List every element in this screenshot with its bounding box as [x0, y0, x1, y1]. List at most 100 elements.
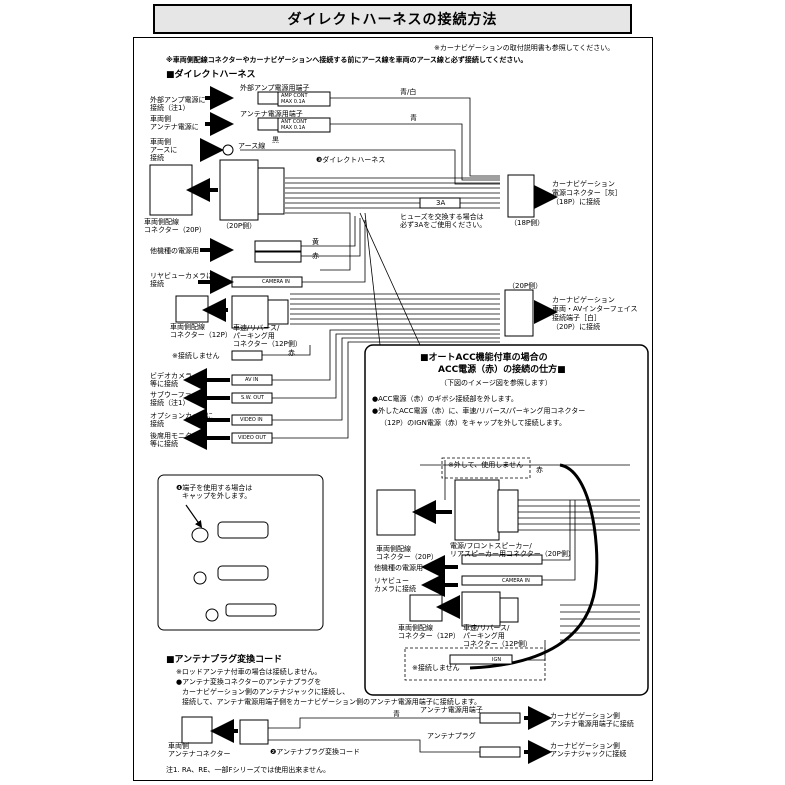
harness-label: ❸ダイレクトハーネス — [316, 156, 386, 164]
side20p-label: （20P側） — [222, 222, 257, 230]
acc-heading-2: ACC電源（赤）の接続の仕方■ — [438, 365, 566, 375]
subwoofer-2: 接続（注1） — [150, 399, 190, 407]
other-wire-red: 赤 — [312, 252, 319, 260]
option-camera-1: オプションカメラに — [150, 412, 213, 420]
not-connected-label: ※接続しません — [172, 352, 220, 360]
ground-connect-3: 接続 — [150, 154, 164, 162]
rear-monitor-1: 後席用モニター — [150, 432, 199, 440]
vehicle-ant-1: 車両側 — [168, 742, 189, 750]
acc-reverse12p-2: パーキング用 — [463, 632, 505, 640]
not-connected-red: 赤 — [288, 349, 295, 357]
amp-terminal-label: 外部アンプ電源用端子 — [240, 84, 310, 92]
direct-heading: ■ダイレクトハーネス — [166, 70, 256, 80]
video-out-tag: VIDEO OUT — [238, 435, 267, 441]
acc-speaker20p-2: リアスピーカー用コネクター（20P側） — [450, 550, 575, 558]
footnote: 注1. RA、RE、一部Fシリーズでは使用出来ません。 — [166, 766, 331, 774]
sw-out-tag: S.W. OUT — [241, 395, 264, 401]
acc-bullet-2b: （12P）のIGN電源（赤）をキャップを外して接続します。 — [380, 419, 566, 427]
acc-bullet-2a: ●外したACC電源（赤）に、車速/リバース/パーキング用コネクター — [372, 407, 586, 415]
ground-connect-1: 車両側 — [150, 138, 171, 146]
antenna-connect-2: アンテナ電源に — [150, 123, 199, 131]
video-camera-1: ビデオカメラ — [150, 372, 192, 380]
navi-power-2: 電源コネクター［灰］ — [552, 189, 622, 197]
acc-reverse12p-3: コネクター（12P側） — [463, 640, 532, 648]
acc-vehicle20p-1: 車両側配線 — [376, 545, 411, 553]
navi-ant-power-1: カーナビゲーション側 — [550, 712, 620, 720]
ground-note: ※車両側配線コネクターやカーナビゲーションへ接続する前にアース線を車両のアース線… — [166, 56, 528, 64]
vehicle12p-1: 車両側配線 — [170, 323, 205, 331]
acc-other-power: 他機種の電源用 — [374, 564, 423, 572]
acc-rear-camera-1: リヤビュー — [374, 577, 409, 585]
acc-camera-tag: CAMERA IN — [502, 578, 530, 584]
navi-av-4: （20P）に接続 — [552, 323, 601, 331]
acc-red: 赤 — [536, 466, 543, 474]
antenna-wire-color: 青 — [410, 114, 417, 122]
navi-ant-jack-2: アンテナジャックに接続 — [550, 750, 627, 758]
fuse-note-1: ヒューズを交換する場合は — [400, 213, 484, 221]
option-camera-2: 接続 — [150, 420, 164, 428]
vehicle20p-2: コネクター（20P） — [144, 226, 206, 234]
antenna-heading: ■アンテナプラグ変換コード — [166, 655, 283, 665]
antenna-terminal-label-2: アンテナ電源用端子 — [420, 706, 483, 714]
reverse12p-3: コネクター（12P側） — [233, 340, 302, 348]
navi-power-1: カーナビゲーション — [552, 180, 615, 188]
video-in-tag: VIDEO IN — [240, 417, 263, 423]
subwoofer-1: サブウーファー に — [150, 391, 208, 399]
vehicle12p-2: コネクター（12P） — [170, 331, 232, 339]
acc-vehicle12p-1: 車両側配線 — [398, 624, 433, 632]
acc-heading-1: ■オートACC機能付車の場合の — [420, 353, 548, 363]
antenna-connect-1: 車両側 — [150, 115, 171, 123]
other-power-label: 他機種の電源用 — [150, 247, 199, 255]
antenna-note-2c: 接続して、アンテナ電源用端子側をカーナビゲーション側のアンテナ電源用端子に接続し… — [182, 698, 482, 706]
amp-connect-2: 接続（注1） — [150, 104, 190, 112]
navi-ant-jack-1: カーナビゲーション側 — [550, 742, 620, 750]
fuse-label: 3A — [436, 199, 446, 207]
ground-connect-2: アースに — [150, 146, 178, 154]
reverse12p-1: 車速/リバース/ — [233, 324, 280, 332]
fuse-note-2: 必ず3Aをご使用ください。 — [400, 221, 487, 229]
other-wire-yellow: 黄 — [312, 238, 319, 246]
antenna-note-2a: ●アンテナ変換コネクターのアンテナプラグを — [176, 678, 322, 686]
cap-note-1: ❹端子を使用する場合は — [176, 484, 253, 492]
acc-bullet-1: ●ACC電源（赤）のギボシ接続部を外します。 — [372, 395, 518, 403]
page-title: ダイレクトハーネスの接続方法 — [287, 12, 498, 28]
navi-ant-power-2: アンテナ電源用端子に接続 — [550, 720, 634, 728]
ground-wire-color: 黒 — [272, 136, 279, 144]
rear-monitor-2: 等に接続 — [150, 440, 178, 448]
av-in-tag: AV IN — [245, 377, 259, 383]
cap-note-2: キャップを外します。 — [182, 492, 252, 500]
navi-power-3: （18P）に接続 — [552, 198, 601, 206]
side20p-b-label: （20P側） — [508, 282, 543, 290]
reverse12p-2: パーキング用 — [233, 332, 275, 340]
acc-ign-tag: IGN — [492, 657, 502, 663]
antenna-note-2b: カーナビゲーション側のアンテナジャックに接続し、 — [182, 688, 350, 696]
acc-not-connected: ※接続しません — [412, 664, 460, 672]
acc-subheading: （下図のイメージ図を参照します） — [440, 379, 552, 387]
antenna-terminal-label: アンテナ電源用端子 — [240, 110, 303, 118]
amp-connect-1: 外部アンプ電源に — [150, 96, 206, 104]
antenna-blue: 青 — [393, 710, 400, 718]
vehicle-ant-2: アンテナコネクター — [168, 750, 231, 758]
video-camera-2: 等に接続 — [150, 380, 178, 388]
navi-av-1: カーナビゲーション — [552, 296, 615, 304]
acc-vehicle12p-2: コネクター（12P） — [398, 632, 460, 640]
ground-wire — [240, 149, 500, 185]
amp-wire-color: 青/白 — [400, 88, 417, 96]
antenna-note-1: ※ロッドアンテナ付車の場合は接続しません。 — [176, 668, 322, 676]
side18p-label: （18P側） — [510, 219, 545, 227]
rear-camera-1: リヤビューカメラに — [150, 272, 213, 280]
navi-av-3: 接続端子［白］ — [552, 314, 601, 322]
vehicle20p-1: 車両側配線 — [144, 218, 179, 226]
antenna-wire — [330, 123, 500, 181]
acc-speaker20p-1: 電源/フロントスピーカー/ — [450, 542, 532, 550]
amp-wire — [330, 97, 500, 177]
acc-reverse12p-1: 車速/リバース/ — [463, 624, 510, 632]
rear-camera-2: 接続 — [150, 280, 164, 288]
manual-note: ※カーナビゲーションの取付説明書も参照してください。 — [434, 44, 615, 52]
acc-removed-note: ※外して、使用しません — [448, 461, 524, 469]
title-box: ダイレクトハーネスの接続方法 — [153, 4, 632, 34]
acc-rear-camera-2: カメラに接続 — [374, 585, 416, 593]
